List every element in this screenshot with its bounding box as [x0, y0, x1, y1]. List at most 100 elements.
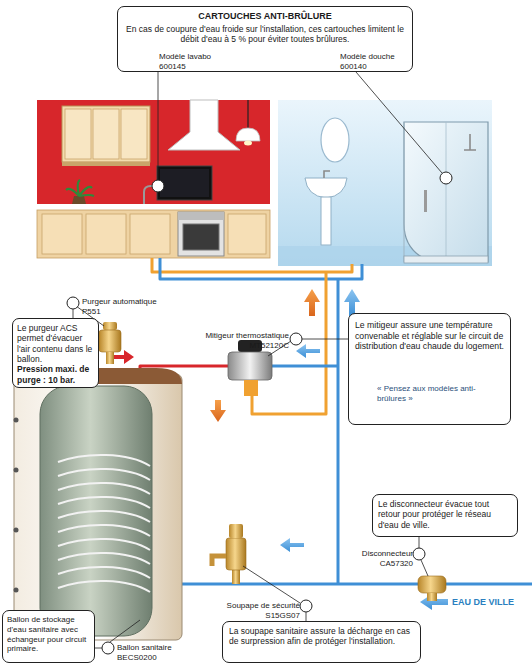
callout-text: La soupape sanitaire assure la décharge … [229, 626, 414, 647]
flow-arrows [420, 594, 448, 610]
leader-lines [110, 620, 140, 642]
bathroom-scene [305, 178, 347, 198]
air-vent-valve [106, 352, 114, 364]
bathroom-scene [324, 171, 330, 178]
kitchen-scene [168, 100, 240, 150]
callout-text: Le purgeur ACS permet d'évacuer l'air co… [17, 323, 94, 364]
kitchen-scene [62, 162, 150, 166]
model-label: Modèle douche 600140 [340, 52, 402, 72]
kitchen-scene [244, 141, 252, 146]
callout-circles [152, 180, 164, 192]
leader-lines [419, 537, 420, 548]
flow-label: EAU DE VILLE [452, 597, 514, 608]
storage-tank [14, 374, 182, 640]
callout-text: Le disconnecteur évacue tout retour pour… [378, 499, 512, 530]
backflow-preventer [418, 576, 446, 601]
storage-tank [58, 497, 150, 508]
flow-arrows [210, 400, 226, 422]
storage-tank [58, 553, 150, 564]
bathroom-scene [278, 100, 492, 266]
kitchen-scene [65, 109, 91, 159]
kitchen-scene [86, 214, 126, 254]
flow-arrows [344, 289, 360, 316]
part-label: Soupape de sécurité S15GS07 [216, 601, 300, 620]
kitchen-scene [37, 210, 270, 258]
kitchen-scene [157, 166, 212, 200]
backflow-preventer [418, 576, 446, 593]
storage-tank [40, 386, 152, 636]
callout-box: Le mitigeur assure une température conve… [348, 313, 511, 425]
leader-lines [306, 612, 307, 621]
storage-tank [58, 581, 150, 592]
kitchen-scene [37, 204, 270, 210]
part-label: Disconnecteur CA57320 [340, 549, 413, 568]
callout-box: Le purgeur ACS permet d'évacuer l'air co… [12, 318, 99, 388]
callout-circles [413, 548, 425, 560]
callout-circles [102, 642, 114, 654]
leader-lines [95, 648, 102, 649]
model-label: Modèle lavabo 600145 [159, 52, 219, 72]
flow-arrows [296, 344, 320, 358]
kitchen-scene [178, 212, 224, 220]
kitchen-scene [247, 100, 248, 128]
safety-valve [226, 538, 246, 570]
kitchen-scene [37, 100, 270, 258]
bathroom-scene [321, 197, 331, 245]
callout-text: En cas de coupure d'eau froide sur l'ins… [124, 24, 406, 45]
safety-valve [212, 556, 226, 566]
bathroom-scene [446, 122, 447, 262]
leader-lines [356, 72, 442, 173]
kitchen-scene [178, 212, 224, 256]
leader-lines [421, 560, 428, 576]
kitchen-scene [72, 196, 86, 204]
kitchen-scene [183, 224, 219, 250]
storage-tank [58, 455, 150, 466]
storage-tank [14, 528, 19, 533]
callout-box: La soupape sanitaire assure la décharge … [222, 621, 421, 663]
callout-box: Le disconnecteur évacue tout retour pour… [372, 494, 518, 537]
kitchen-scene [130, 214, 170, 254]
storage-tank [58, 511, 150, 522]
storage-tank [14, 468, 19, 473]
leader-lines [302, 339, 348, 340]
kitchen-scene [236, 128, 260, 141]
safety-valve [232, 570, 240, 584]
pipework [160, 258, 362, 279]
storage-tank [58, 469, 150, 480]
flow-arrows [280, 538, 304, 552]
air-vent-valve [103, 322, 117, 330]
air-vent-valve [99, 322, 121, 364]
kitchen-scene [228, 214, 266, 254]
kitchen-scene [66, 180, 94, 196]
kitchen-scene [160, 169, 209, 197]
callout-heading: CARTOUCHES ANTI-BRÛLURE [124, 11, 406, 22]
callout-note: « Pensez aux modèles anti-brûlures » [377, 384, 503, 404]
callout-text: Ballon de stockage d'eau sanitaire avec … [7, 615, 90, 654]
thermostatic-mixer [244, 380, 258, 396]
storage-tank [58, 483, 150, 494]
bathroom-scene [321, 118, 349, 162]
storage-tank [58, 539, 150, 550]
callout-text: Le mitigeur assure une température conve… [355, 320, 504, 352]
bathroom-scene [464, 134, 476, 150]
backflow-preventer [427, 593, 437, 601]
kitchen-scene [121, 109, 147, 159]
safety-valve [212, 524, 246, 584]
storage-tank [14, 588, 19, 593]
leader-lines [243, 566, 300, 603]
storage-tank [58, 525, 150, 536]
callout-circles [440, 172, 452, 184]
thermostatic-mixer [228, 352, 272, 380]
part-label: Ballon sanitaire BECS0200 [117, 643, 193, 662]
kitchen-scene [62, 106, 150, 162]
callout-circles [290, 333, 302, 345]
kitchen-scene [37, 100, 270, 258]
part-label: Mitigeur thermostatique MT52120C [188, 331, 289, 350]
safety-valve [229, 524, 243, 538]
bathroom-scene [404, 256, 488, 263]
pipework [140, 258, 532, 584]
leader-lines [73, 309, 74, 318]
storage-tank [14, 418, 19, 423]
